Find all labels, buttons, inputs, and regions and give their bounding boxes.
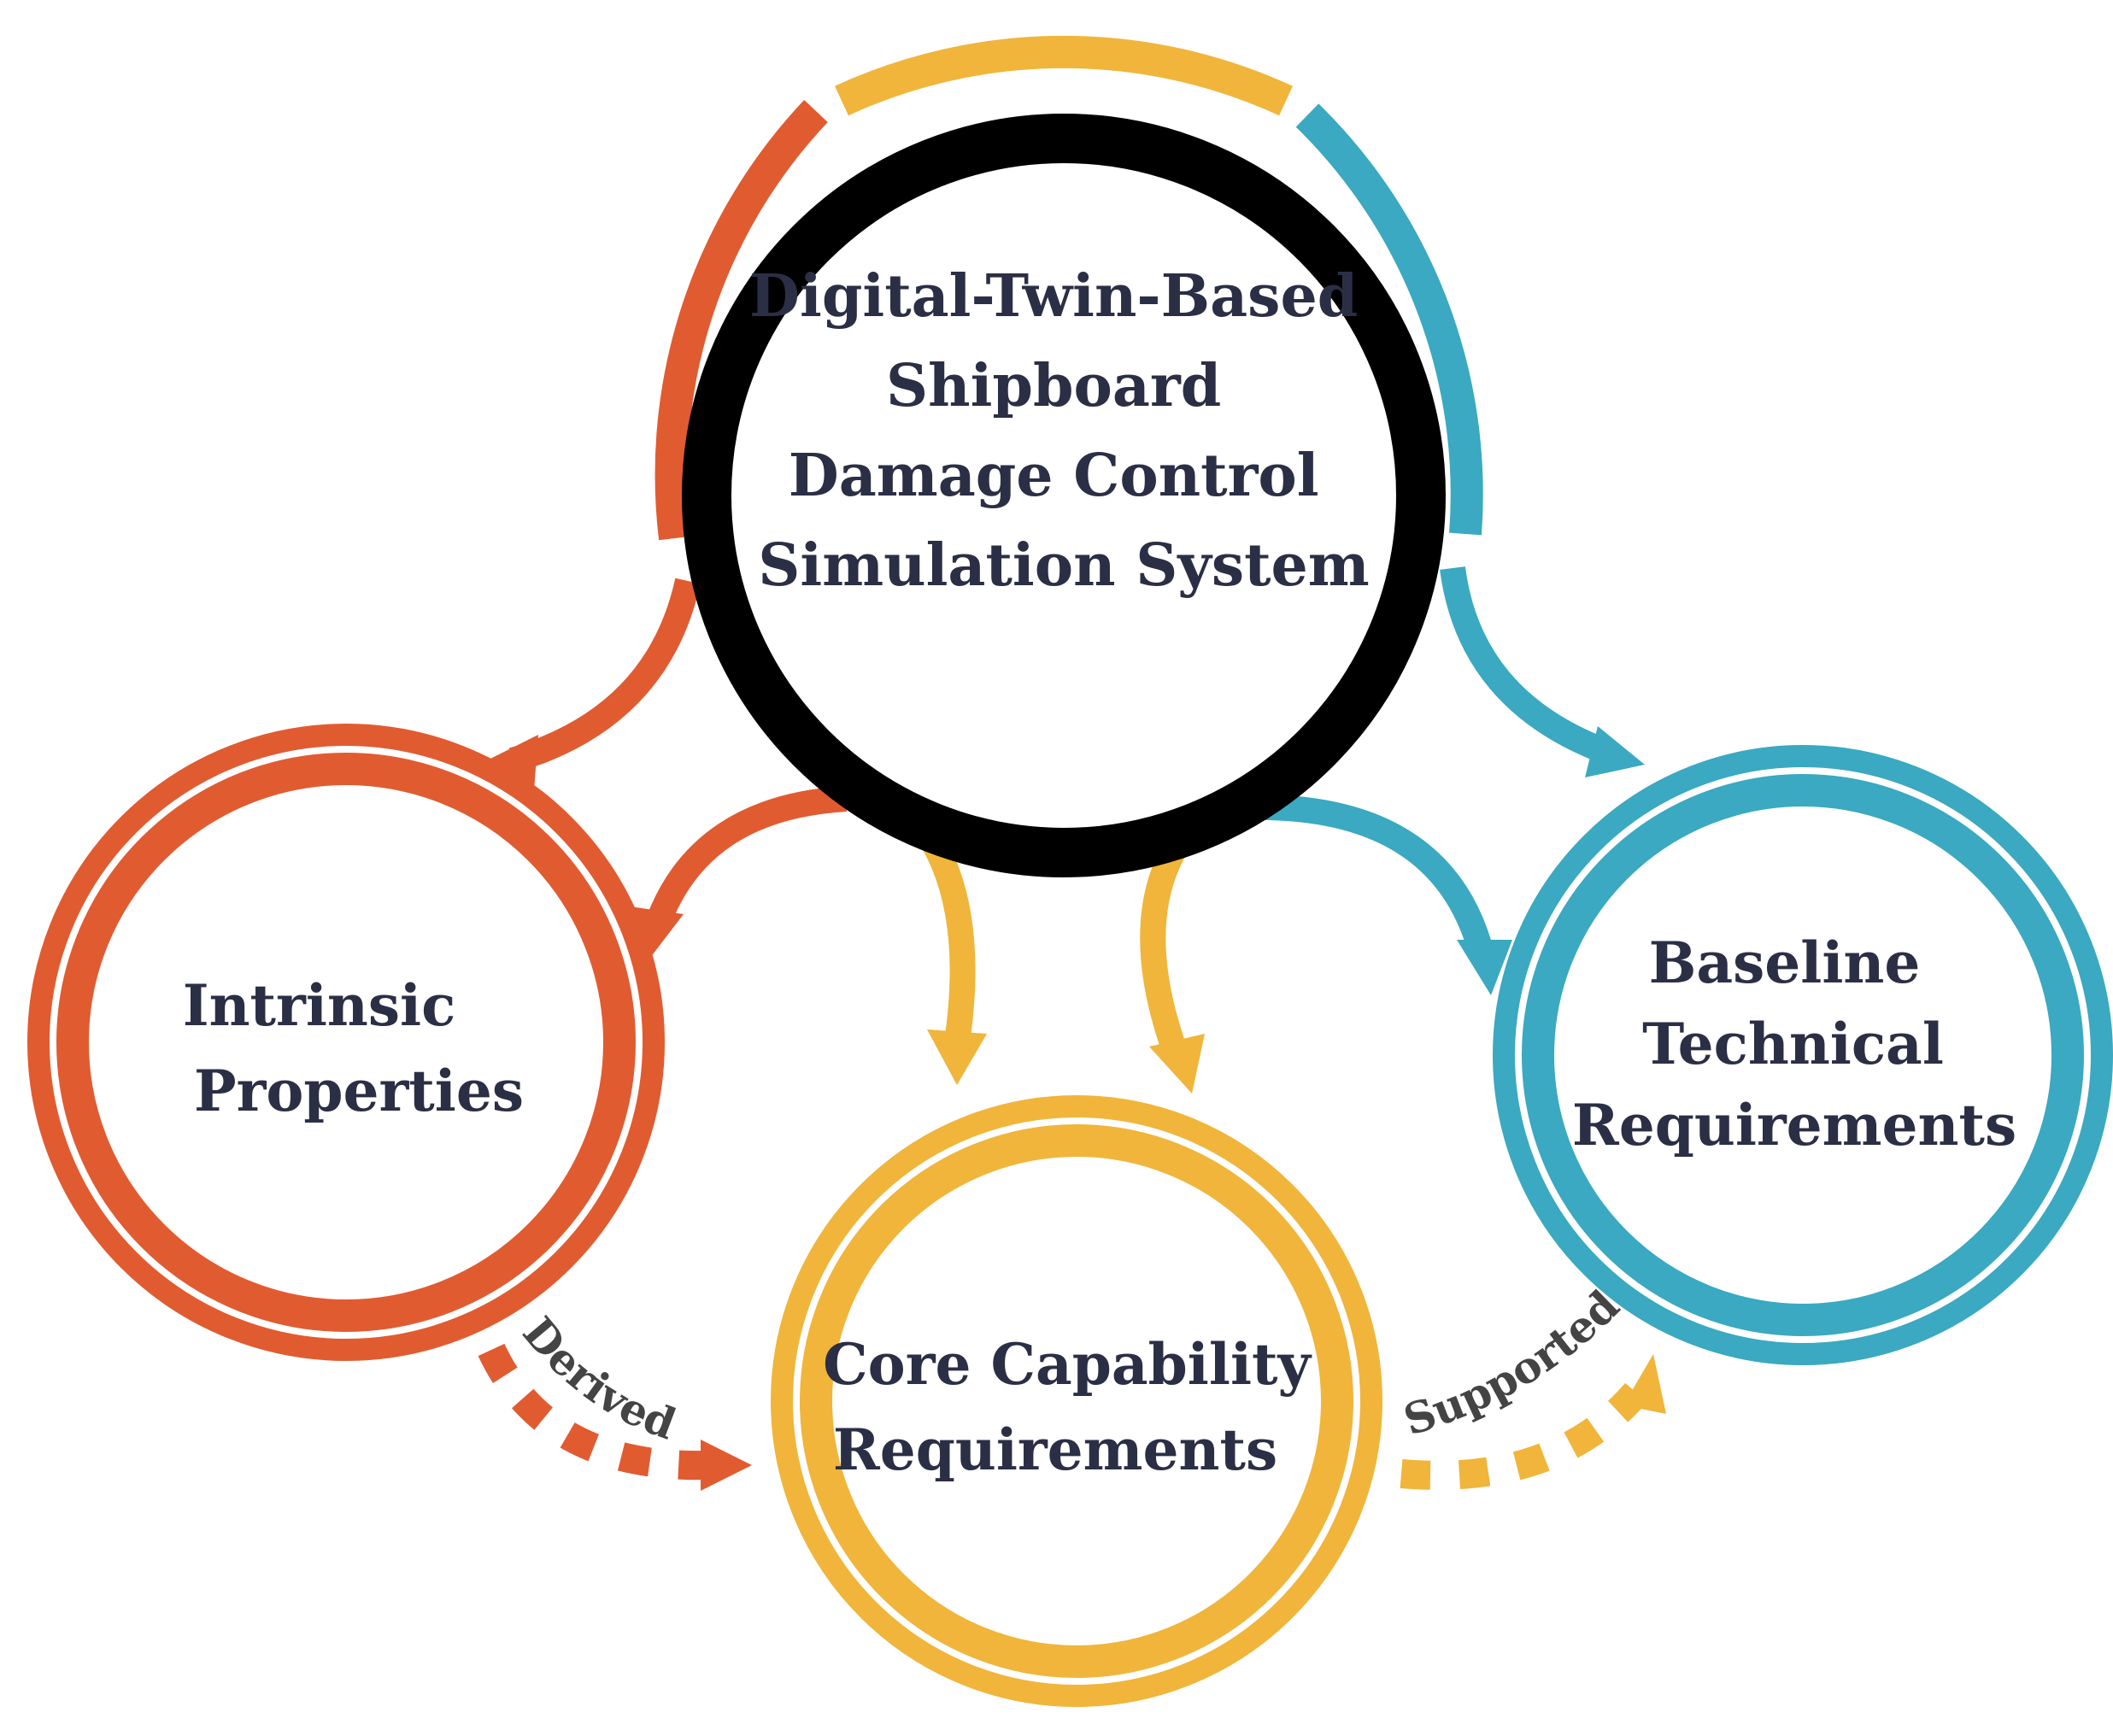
center-node-line-1: Digital-Twin-Based (749, 262, 1358, 331)
left-node-title: Intrinsic Properties (183, 972, 524, 1124)
node-left (27, 724, 665, 1361)
right-node-title: Baseline Technical Requirements (1572, 930, 2016, 1158)
right-node-line-2: Technical (1642, 1011, 1944, 1077)
supported-label: Supported (1398, 1281, 1629, 1446)
derived-label-path: Derived (513, 1307, 682, 1449)
supported-label-path: Supported (1398, 1281, 1629, 1446)
center-to-right-arrow-2 (1247, 794, 1512, 995)
node-right (1493, 745, 2113, 1365)
center-to-left-arrow (478, 578, 701, 790)
center-outer-arc-yellow (835, 35, 1293, 116)
right-node-line-3: Requirements (1572, 1092, 2016, 1158)
left-node-line-1: Intrinsic (183, 972, 456, 1039)
center-outer-arcs (654, 35, 1483, 541)
bottom-node-line-2: Requirements (833, 1416, 1277, 1483)
center-to-right-arrow (1440, 566, 1645, 777)
bottom-node-line-1: Core Capability (823, 1331, 1312, 1398)
node-center (682, 114, 1446, 877)
derived-arrow (478, 1343, 752, 1491)
center-node-title: Digital-Twin-Based Shipboard Damage Cont… (749, 262, 1378, 600)
node-bottom (771, 1095, 1382, 1707)
center-outer-arc-orange (654, 99, 828, 541)
supported-arrow (1400, 1354, 1666, 1490)
center-outer-arc-teal (1295, 103, 1483, 536)
derived-label: Derived (513, 1307, 682, 1449)
bottom-node-title: Core Capability Requirements (823, 1331, 1330, 1483)
center-node-line-3: Damage Control (789, 442, 1319, 510)
left-node-line-2: Properties (194, 1058, 524, 1124)
center-node-line-4: Simulation System (758, 531, 1369, 600)
right-node-line-1: Baseline (1649, 930, 1921, 996)
center-node-line-2: Shipboard (886, 352, 1221, 420)
center-to-left-arrow-2 (624, 786, 847, 961)
